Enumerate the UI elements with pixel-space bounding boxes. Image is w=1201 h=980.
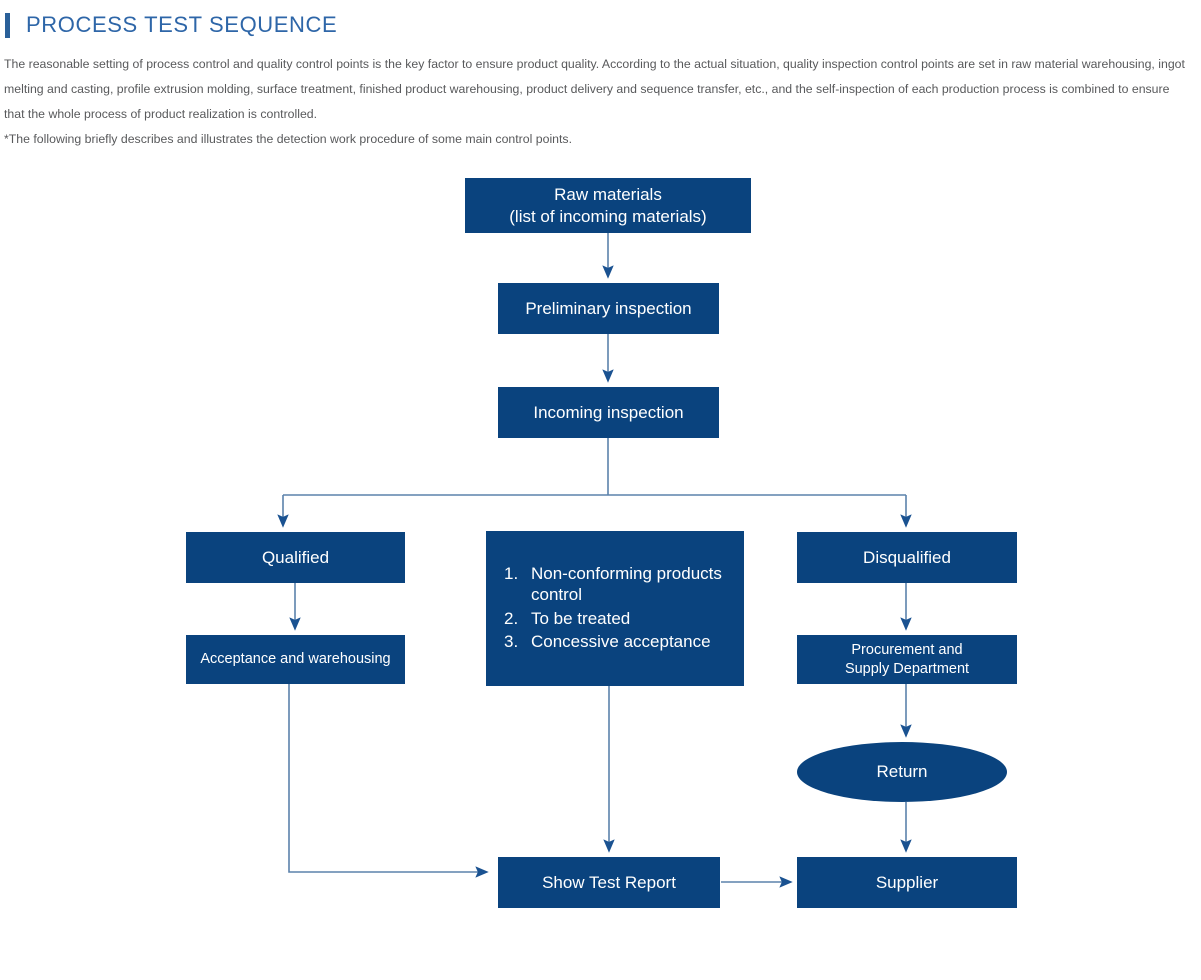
node-procurement-label: Procurement and Supply Department [797,641,1017,677]
node-incoming-inspection-label: Incoming inspection [533,402,684,422]
list-item: 1. Non-conforming products control [504,563,744,606]
node-preliminary-inspection[interactable]: Preliminary inspection [498,283,719,334]
node-raw-materials-line1: Raw materials [554,185,662,205]
list-item: 2. To be treated [504,608,744,629]
node-nonconforming-products[interactable]: 1. Non-conforming products control 2. To b… [486,531,744,686]
page-title: PROCESS TEST SEQUENCE [26,12,338,37]
node-raw-materials-line2: (list of incoming materials) [509,206,707,226]
intro-paragraph-2: *The following briefly describes and ill… [4,132,572,146]
title-accent-bar [5,12,10,38]
node-return[interactable]: Return [797,742,1007,802]
connector-acceptance-to-report [288,684,489,878]
list-item-text: Non-conforming products control [531,564,722,605]
node-return-label: Return [876,762,928,782]
node-acceptance-and-warehousing[interactable]: Acceptance and warehousing [186,635,405,684]
title-row: PROCESS TEST SEQUENCE [0,0,1201,38]
node-disqualified-label: Disqualified [863,547,951,567]
list-item: 3. Concessive acceptance [504,631,744,652]
node-procurement-line2: Supply Department [844,660,970,677]
node-qualified-label: Qualified [261,547,330,567]
node-raw-materials[interactable]: Raw materials (list of incoming material… [465,178,751,233]
node-qualified[interactable]: Qualified [186,532,405,583]
list-item-number: 1. [504,564,519,583]
node-incoming-inspection[interactable]: Incoming inspection [498,387,719,438]
node-acceptance-and-warehousing-label: Acceptance and warehousing [200,651,391,668]
node-preliminary-inspection-label: Preliminary inspection [525,298,692,318]
node-disqualified[interactable]: Disqualified [797,532,1017,583]
list-item-text: Concessive acceptance [531,631,711,651]
node-raw-materials-label: Raw materials (list of incoming material… [465,184,751,227]
nonconforming-list: 1. Non-conforming products control 2. To b… [504,563,744,654]
node-supplier-label: Supplier [875,872,939,892]
node-procurement-line1: Procurement and [851,642,963,659]
node-procurement-supply-department[interactable]: Procurement and Supply Department [797,635,1017,684]
intro-paragraph-1: The reasonable setting of process contro… [4,57,1185,121]
node-show-test-report-label: Show Test Report [542,872,676,892]
list-item-number: 3. [504,631,519,651]
list-item-number: 2. [504,608,519,628]
list-item-text: To be treated [531,608,631,628]
node-show-test-report[interactable]: Show Test Report [498,857,720,908]
node-supplier[interactable]: Supplier [797,857,1017,908]
intro-text: The reasonable setting of process contro… [0,38,1191,152]
page-header: PROCESS TEST SEQUENCE The reasonable set… [0,0,1201,152]
